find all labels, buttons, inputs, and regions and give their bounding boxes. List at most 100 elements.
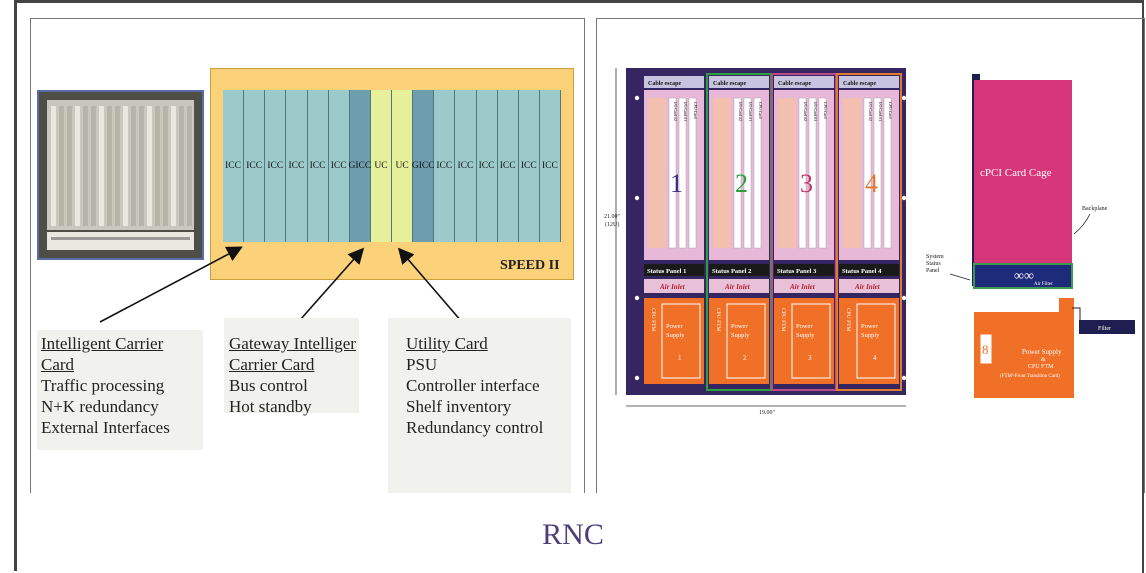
arrow-icc [99,246,243,323]
status-panel-label: Status Panel 4 [842,268,882,275]
caption-uc-line: PSU [406,355,438,374]
shelf-slot-uc: UC [392,90,414,242]
power-supply-4 [839,298,899,384]
cable-escape-1 [644,76,704,88]
rack-column-4 [836,73,902,391]
shelf-slot-icc: ICC [455,90,477,242]
cage-psu [974,298,1074,398]
right-panel [596,18,1145,493]
caption-icc-line: External Interfaces [41,418,170,437]
status-panel-4 [839,264,899,276]
air-filter-bar [973,263,1073,289]
air-inlet-1 [644,279,704,293]
io-card-2-label: I/O Card #2 [738,102,743,121]
svg-text:Supply: Supply [861,332,880,339]
cage-psu-line4: (FTM=Front Transition Card) [1000,374,1060,379]
power-supply-number: 1 [678,354,682,362]
io-card-2-label: I/O Card #2 [803,102,808,121]
cable-escape-label: Cable escape [648,81,681,87]
rack-height-units: (12U) [605,221,619,228]
shelf-slot-gicc: GICC [412,90,435,242]
caption-uc-bg [388,318,571,493]
power-supply-2 [709,298,769,384]
power-supply-label: Power [796,323,813,330]
air-filter-label: Air Filter [1034,282,1053,287]
filter-label: Filter [1098,326,1111,332]
outer-frame [14,0,1144,571]
caption-gicc-line: Hot standby [229,397,312,416]
caption-icc-heading-2: Card [41,355,75,374]
power-supply-number: 3 [808,354,812,362]
svg-text:∞∞: ∞∞ [1014,269,1034,284]
power-supply-3 [774,298,834,384]
caption-gicc-line: Bus control [229,376,308,395]
shelf-slot-icc: ICC [307,90,329,242]
shelf-label: SPEED II [500,258,560,273]
page-title: RNC [542,518,604,551]
arrow-gicc [299,247,365,321]
shelf-slot-icc: ICC [223,90,245,242]
cpu-ftm-label: CPU FTM [650,308,656,331]
air-inlet-4 [839,279,899,293]
air-inlet-3 [774,279,834,293]
air-inlet-label: Air Inlet [659,283,686,291]
cable-escape-3 [774,76,834,88]
io-card-1-label: I/O Card #1 [813,102,818,121]
svg-text:8: 8 [982,342,989,357]
rack-width-label: 19.00" [759,410,776,416]
equipment-photo [37,90,204,260]
cpu-card-label: CPU Card [888,102,893,119]
io-card-1-label: I/O Card #1 [878,102,883,121]
shelf-slot-icc: ICC [265,90,287,242]
cable-escape-label: Cable escape [778,81,811,87]
bay-number: 4 [865,169,878,198]
caption-gicc: Gateway Intelliger Carrier Card Bus cont… [229,333,356,417]
equipment-photo-image [39,92,202,258]
shelf-slot-icc: ICC [518,90,540,242]
air-inlet-label: Air Inlet [789,283,816,291]
power-supply-1 [644,298,704,384]
status-panel-3 [774,264,834,276]
caption-uc-line: Shelf inventory [406,397,512,416]
caption-icc: Intelligent Carrier Card Traffic process… [41,333,170,438]
caption-uc-line: Redundancy control [406,418,544,437]
air-inlet-2 [709,279,769,293]
caption-uc-heading: Utility Card [406,334,488,353]
cage-body [974,80,1072,280]
bay-number: 1 [670,169,683,198]
cpu-card-3 [778,98,796,248]
shelf-slot-icc: ICC [539,90,561,242]
caption-icc-line: N+K redundancy [41,397,159,416]
svg-text:Supply: Supply [796,332,815,339]
pointer-arrows [99,246,463,323]
cage-psu-line3: CPU FTM [1028,364,1054,370]
status-panel-label: Status Panel 3 [777,268,817,275]
bay-number: 3 [800,169,813,198]
io-card-2-label: I/O Card #2 [868,102,873,121]
caption-gicc-heading-2: Carrier Card [229,355,315,374]
cpu-ftm-label: CPU FTM [780,308,786,331]
shelf-slot-icc: ICC [434,90,456,242]
io-card-1-label: I/O Card #1 [748,102,753,121]
svg-text:Supply: Supply [666,332,685,339]
io-card-1-label: I/O Card #1 [683,102,688,121]
svg-text:Supply: Supply [731,332,750,339]
air-inlet-label: Air Inlet [854,283,881,291]
frame-right-edge [1142,0,1144,573]
caption-uc-line: Controller interface [406,376,540,395]
caption-gicc-heading-1: Gateway Intelliger [229,334,356,353]
air-inlet-label: Air Inlet [724,283,751,291]
shelf-slot-icc: ICC [244,90,266,242]
shelf-slot-icc: ICC [286,90,308,242]
cpu-ftm-label: CPU FTM [715,308,721,331]
status-panel-label: Status Panel 1 [647,268,686,275]
cable-escape-label: Cable escape [713,81,746,87]
shelf-slot-icc: ICC [476,90,498,242]
shelf-slot-icc: ICC [328,90,350,242]
cable-escape-label: Cable escape [843,81,876,87]
shelf-slot-gicc: GICC [348,90,371,242]
